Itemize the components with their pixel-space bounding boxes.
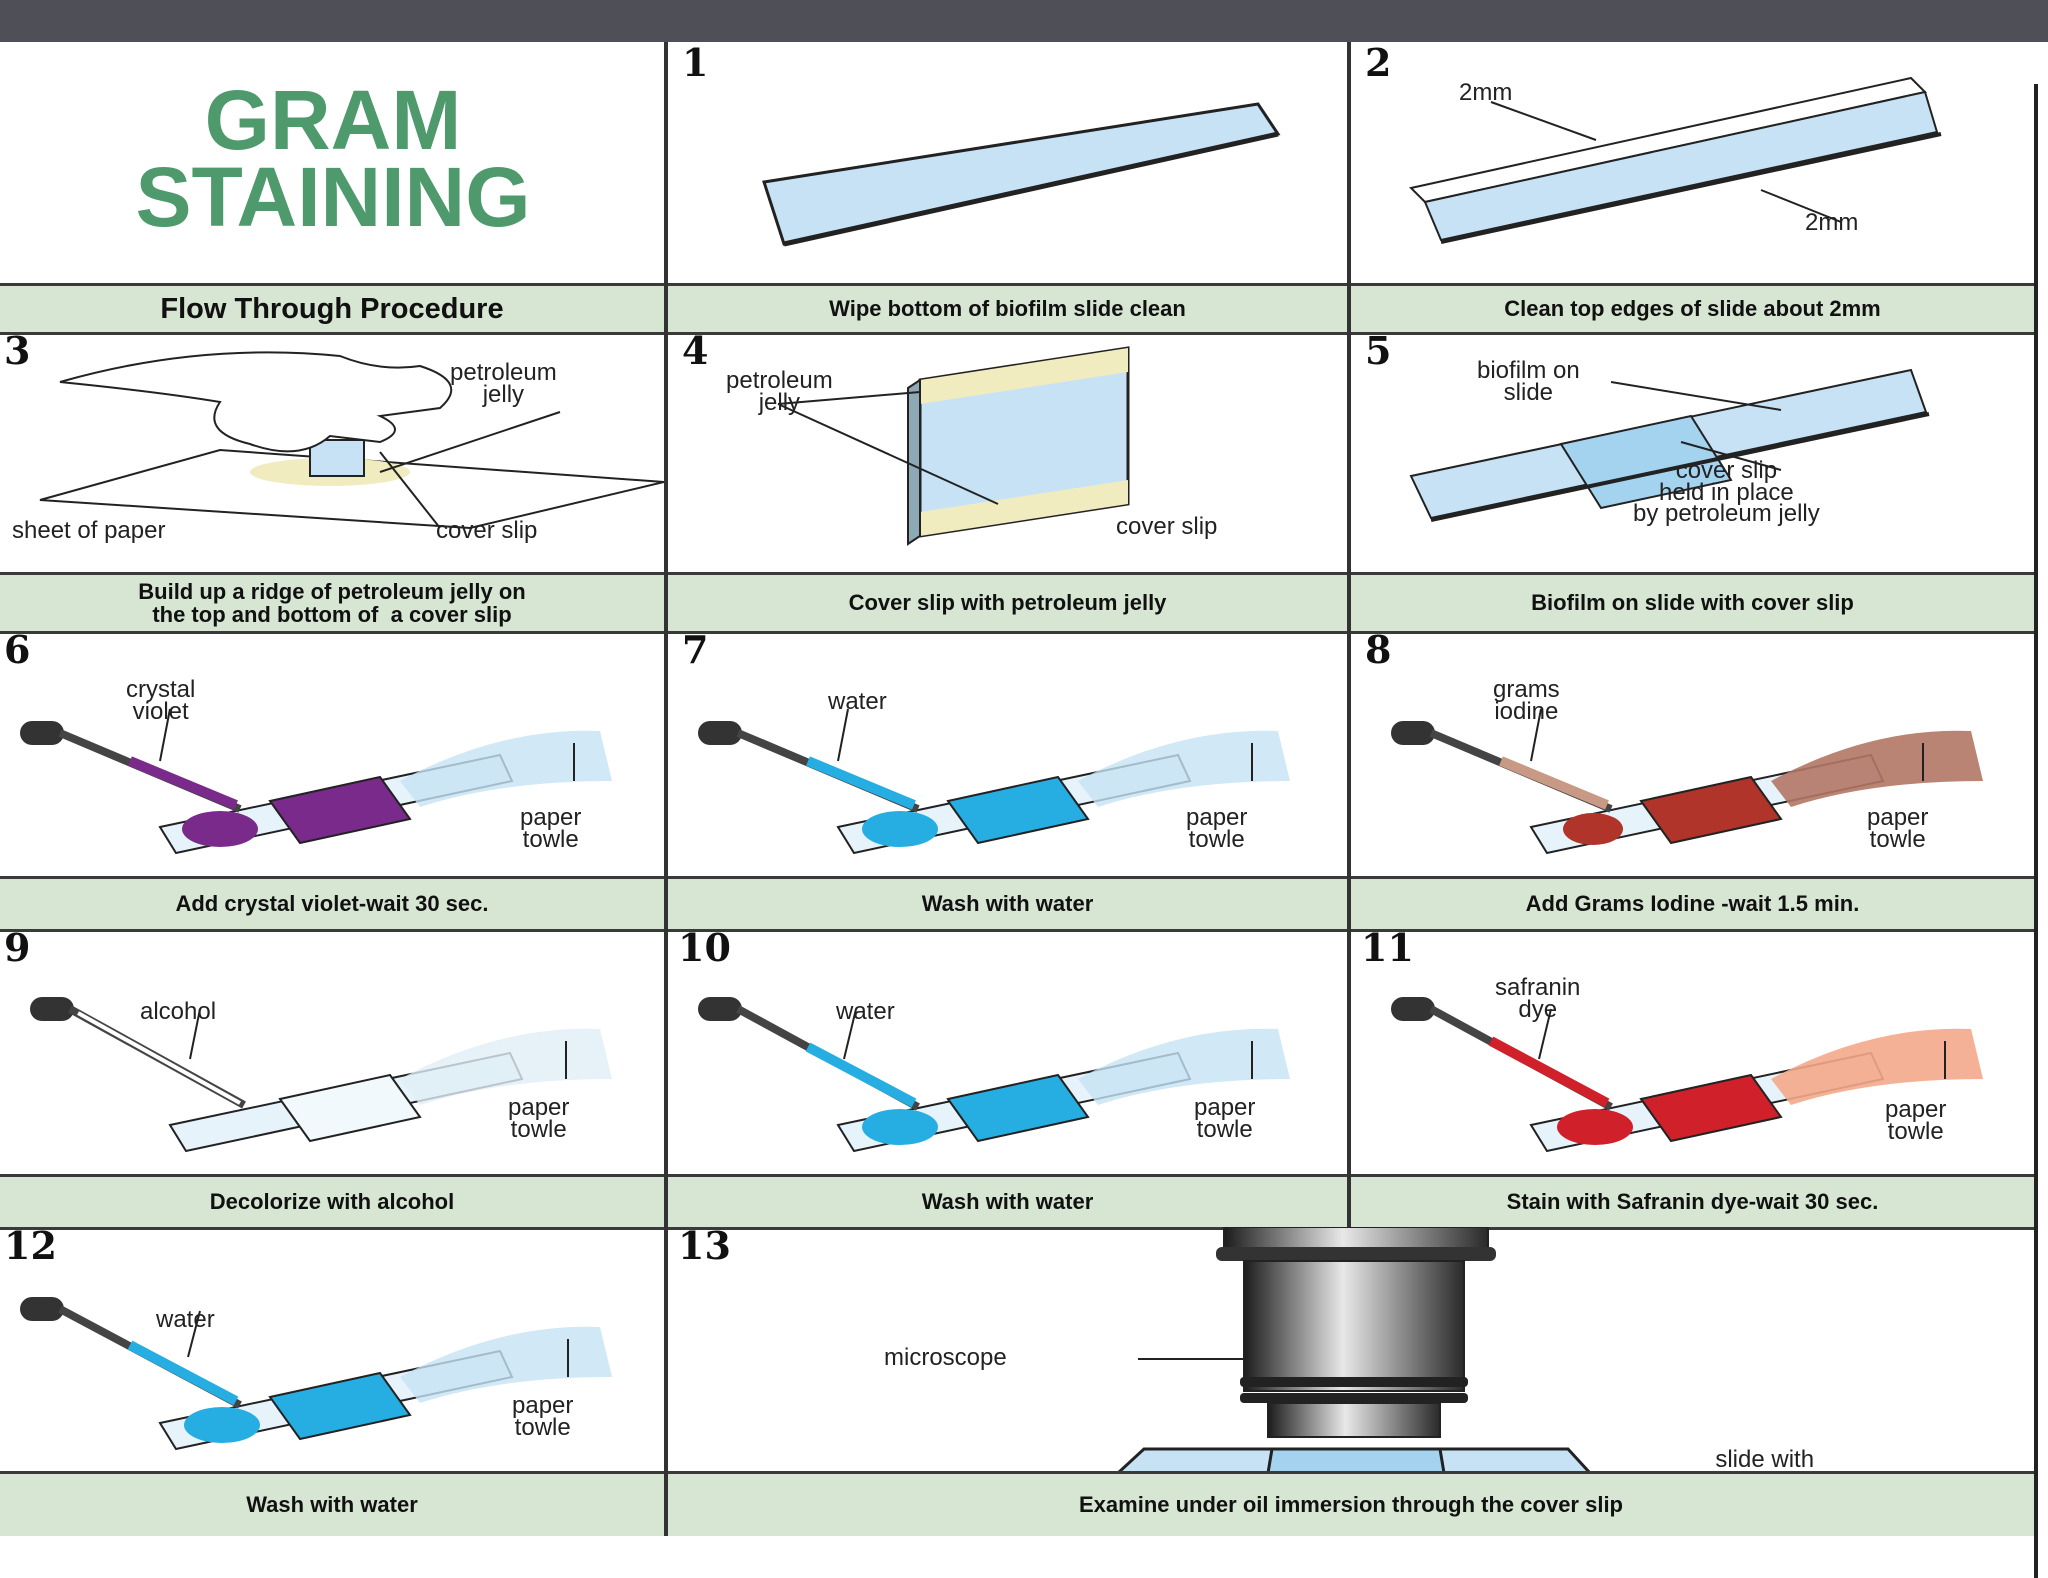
step-1-caption: Wipe bottom of biofilm slide clean (668, 283, 1347, 335)
step-1-illustration: 1 (668, 42, 1347, 283)
dropper-safranin-illustration (1391, 997, 1983, 1153)
step-number: 7 (682, 631, 709, 672)
label-cover-slip: cover slip (1116, 513, 1218, 540)
title-line-1: GRAM (204, 73, 462, 167)
page-title: GRAM STAINING (0, 73, 664, 245)
step-7-caption: Wash with water (668, 876, 1347, 932)
title-panel: GRAM STAINING (0, 42, 664, 283)
step-number: 6 (4, 631, 31, 672)
gram-staining-sheet: GRAM STAINING Flow Through Procedure 1 W… (0, 42, 2048, 1578)
dropper-water-illustration (698, 997, 1290, 1153)
step-3-illustration: 3 petroleum jelly sheet of paper cover s… (0, 332, 664, 572)
slide-illustration (1409, 76, 1942, 244)
label-petroleum-jelly: petroleum jelly (726, 367, 833, 416)
dropper-stain-illustration (20, 708, 612, 855)
top-bar (0, 0, 2048, 42)
label-biofilm-on-slide: biofilm on slide (1477, 357, 1580, 406)
label-cover-slip-held: cover slip held in place by petroleum je… (1633, 457, 1820, 528)
dropper-water-illustration (20, 1297, 612, 1451)
step-11-caption: Stain with Safranin dye-wait 30 sec. (1351, 1174, 2034, 1230)
step-12-illustration: 12 water paper towle (0, 1227, 664, 1471)
step-9-caption: Decolorize with alcohol (0, 1174, 664, 1230)
step-number: 3 (4, 332, 31, 373)
label-paper-towel: paper towle (1885, 1096, 1947, 1145)
grid-line (1347, 42, 1351, 1234)
step-4-illustration: 4 petroleum jelly cover slip (668, 332, 1347, 572)
step-11-illustration: 11 safranin dye paper towle (1351, 929, 2034, 1174)
label-iodine: grams iodine (1493, 676, 1560, 725)
step-number: 12 (4, 1227, 57, 1268)
step-number: 2 (1365, 42, 1392, 85)
label-water: water (836, 998, 895, 1025)
dropper-iodine-illustration (1391, 708, 1983, 855)
step-13-illustration: 13 microscope slide with cover slip (668, 1227, 2034, 1471)
step-number: 4 (682, 332, 709, 373)
step-2-caption: Clean top edges of slide about 2mm (1351, 283, 2034, 335)
step-2-illustration: 2 2mm 2mm (1351, 42, 2034, 283)
step-3-caption: Build up a ridge of petroleum jelly on t… (0, 572, 664, 634)
subtitle: Flow Through Procedure (0, 283, 664, 335)
step-6-caption: Add crystal violet-wait 30 sec. (0, 876, 664, 932)
label-top-edge: 2mm (1459, 79, 1513, 106)
label-paper-towel: paper towle (520, 804, 582, 853)
step-number: 9 (4, 929, 31, 970)
label-paper-towel: paper towle (1186, 804, 1248, 853)
step-5-illustration: 5 biofilm on slide cover slip held in pl… (1351, 332, 2034, 572)
step-6-illustration: 6 crystal violet paper towle (0, 631, 664, 876)
label-paper-towel: paper towle (508, 1094, 570, 1143)
label-slide-with-cover-slip: slide with cover slip (1714, 1446, 1815, 1471)
step-7-illustration: 7 water paper towle (668, 631, 1347, 876)
label-alcohol: alcohol (140, 998, 217, 1025)
dropper-alcohol-illustration (30, 997, 612, 1153)
hand-cover-slip-illustration (39, 351, 664, 530)
label-paper-towel: paper towle (512, 1392, 574, 1441)
label-water: water (156, 1306, 215, 1333)
label-sheet-of-paper: sheet of paper (12, 517, 166, 544)
slide-illustration (762, 102, 1281, 247)
grid-line (664, 42, 668, 1536)
label-petroleum-jelly: petroleum jelly (450, 359, 557, 408)
step-number: 10 (678, 929, 731, 970)
label-water: water (828, 688, 887, 715)
slide-with-cover-slip-illustration (1409, 368, 1930, 522)
label-stain: crystal violet (126, 676, 196, 725)
step-number: 1 (682, 42, 709, 85)
microscope-illustration (1117, 1227, 1591, 1471)
step-10-illustration: 10 water paper towle (668, 929, 1347, 1174)
label-paper-towel: paper towle (1194, 1094, 1256, 1143)
step-13-caption: Examine under oil immersion through the … (668, 1471, 2034, 1536)
dropper-water-illustration (698, 708, 1290, 855)
step-10-caption: Wash with water (668, 1174, 1347, 1230)
label-paper-towel: paper towle (1867, 804, 1929, 853)
label-cover-slip: cover slip (436, 517, 538, 544)
step-number: 5 (1365, 332, 1392, 373)
label-safranin: safranin dye (1495, 974, 1581, 1023)
step-5-caption: Biofilm on slide with cover slip (1351, 572, 2034, 634)
step-8-illustration: 8 grams iodine paper towle (1351, 631, 2034, 876)
title-line-2: STAINING (135, 150, 531, 245)
cover-slip-illustration (777, 346, 1130, 546)
step-number: 8 (1365, 631, 1392, 672)
step-4-caption: Cover slip with petroleum jelly (668, 572, 1347, 634)
step-number: 13 (678, 1227, 731, 1268)
label-microscope: microscope (884, 1344, 1007, 1371)
step-8-caption: Add Grams Iodine -wait 1.5 min. (1351, 876, 2034, 932)
step-12-caption: Wash with water (0, 1471, 664, 1536)
label-bottom-edge: 2mm (1805, 209, 1859, 236)
step-9-illustration: 9 alcohol paper towle (0, 929, 664, 1174)
right-edge (2034, 84, 2048, 1578)
step-number: 11 (1361, 929, 1414, 970)
